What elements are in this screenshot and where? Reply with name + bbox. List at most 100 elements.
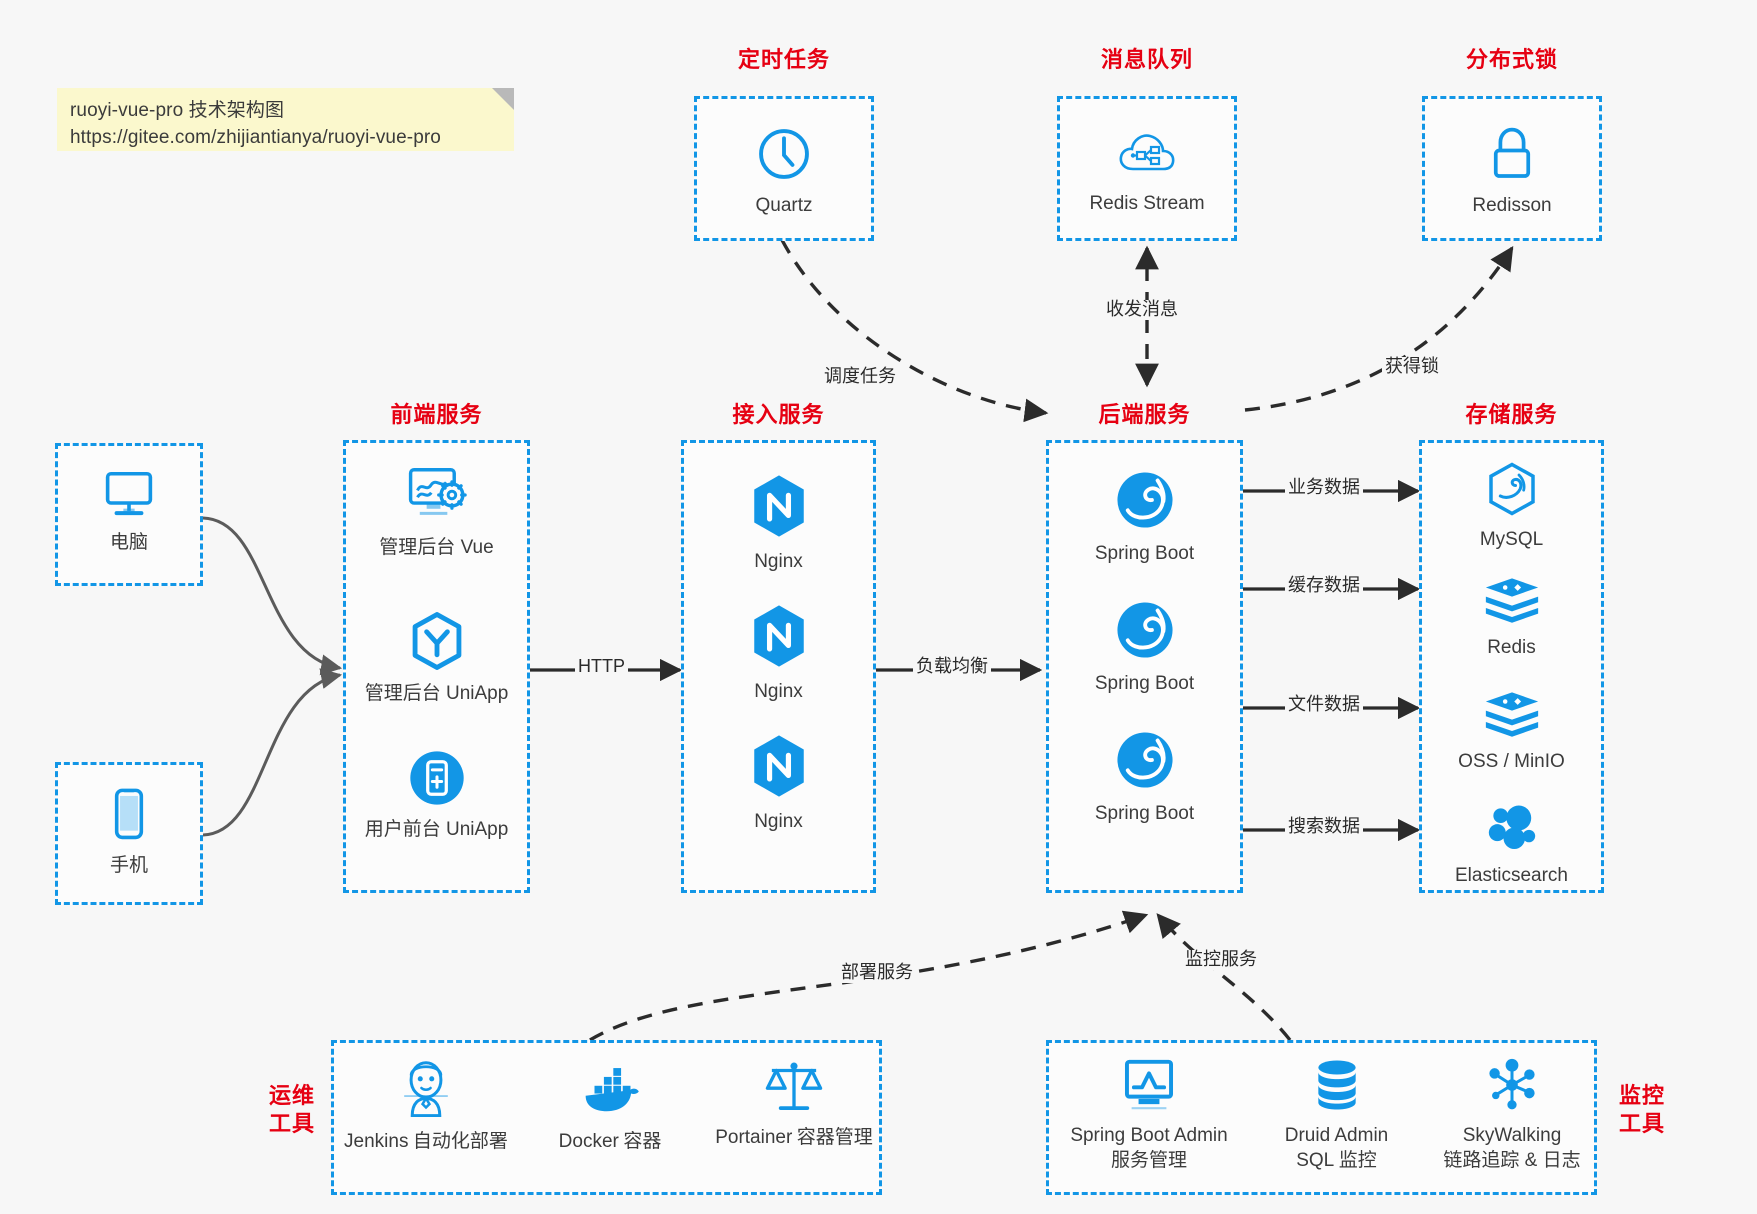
node-label: Spring Boot xyxy=(1094,543,1195,564)
node-admin-vue[interactable]: 管理后台 Vue xyxy=(346,465,527,561)
node-label: 管理后台 UniApp xyxy=(364,683,509,704)
node-spring-boot-3[interactable]: Spring Boot xyxy=(1049,729,1240,827)
group-box-message-queue: Redis Stream xyxy=(1057,96,1237,241)
node-redisson[interactable]: Redisson xyxy=(1425,125,1599,219)
node-nginx-2[interactable]: Nginx xyxy=(684,603,873,705)
nginx-icon xyxy=(684,733,873,804)
node-portainer[interactable]: Portainer 容器管理 xyxy=(702,1057,886,1151)
node-oss-minio[interactable]: OSS / MinIO xyxy=(1422,689,1601,775)
group-box-client-mobile: 手机 xyxy=(55,762,203,905)
cloud-stream-icon xyxy=(1060,125,1234,186)
group-box-distributed-lock: Redisson xyxy=(1422,96,1602,241)
node-druid-admin[interactable]: Druid Admin SQL 监控 xyxy=(1249,1057,1424,1173)
group-box-storage: MySQL Redis xyxy=(1419,440,1604,893)
node-sublabel: SQL 监控 xyxy=(1296,1149,1377,1171)
group-title-monitoring-line2: 工具 xyxy=(1618,1110,1665,1136)
node-redis-stream[interactable]: Redis Stream xyxy=(1060,125,1234,217)
edge-label-http: HTTP xyxy=(575,656,628,677)
node-label: Quartz xyxy=(755,195,813,216)
node-label: 用户前台 UniApp xyxy=(364,819,509,840)
node-label: Druid Admin xyxy=(1284,1125,1389,1146)
node-skywalking[interactable]: SkyWalking 链路追踪 & 日志 xyxy=(1424,1057,1600,1173)
group-title-devops-line2: 工具 xyxy=(268,1110,315,1136)
note-fold-corner xyxy=(492,88,514,110)
node-label: Spring Boot Admin xyxy=(1070,1125,1228,1146)
group-box-scheduled-task: Quartz xyxy=(694,96,874,241)
spring-icon xyxy=(1049,469,1240,536)
group-box-frontend: 管理后台 Vue 管理后台 UniApp xyxy=(343,440,530,893)
spring-icon xyxy=(1049,599,1240,666)
node-elasticsearch[interactable]: Elasticsearch xyxy=(1422,801,1601,889)
app-circle-icon xyxy=(346,749,527,812)
group-box-client-desktop: 电脑 xyxy=(55,443,203,586)
node-desktop[interactable]: 电脑 xyxy=(58,468,200,556)
node-sublabel: 链路追踪 & 日志 xyxy=(1443,1149,1581,1171)
elasticsearch-icon xyxy=(1422,801,1601,858)
group-title-gateway: 接入服务 xyxy=(732,402,825,427)
node-spring-boot-admin[interactable]: Spring Boot Admin 服务管理 xyxy=(1049,1057,1249,1173)
hexagon-y-icon xyxy=(346,611,527,676)
node-label: Spring Boot xyxy=(1094,673,1195,694)
group-title-monitoring: 监控 工具 xyxy=(1610,1082,1674,1137)
node-spring-boot-2[interactable]: Spring Boot xyxy=(1049,599,1240,697)
monitor-chart-icon xyxy=(1049,1057,1249,1118)
edge-label-deploy-service: 部署服务 xyxy=(838,962,916,983)
edge-label-file-data: 文件数据 xyxy=(1285,694,1363,715)
node-label: 管理后台 Vue xyxy=(379,537,494,558)
group-title-message-queue: 消息队列 xyxy=(1100,47,1193,72)
group-box-monitoring: Spring Boot Admin 服务管理 Druid Admin SQL 监… xyxy=(1046,1040,1597,1195)
node-label: 电脑 xyxy=(109,532,148,553)
node-label: Redisson xyxy=(1472,195,1552,216)
edge-label-search-data: 搜索数据 xyxy=(1285,816,1363,837)
note-url: https://gitee.com/zhijiantianya/ruoyi-vu… xyxy=(70,126,441,148)
group-box-gateway: Nginx Nginx Nginx xyxy=(681,440,876,893)
node-quartz[interactable]: Quartz xyxy=(697,125,871,219)
node-mobile[interactable]: 手机 xyxy=(58,787,200,879)
group-title-devops-line1: 运维 xyxy=(268,1083,315,1108)
node-sublabel: 容器管理 xyxy=(796,1127,873,1148)
node-label: MySQL xyxy=(1479,529,1544,550)
node-nginx-1[interactable]: Nginx xyxy=(684,473,873,575)
edge-label-load-balance: 负载均衡 xyxy=(913,656,991,677)
edge-label-acquire-lock: 获得锁 xyxy=(1382,356,1442,377)
diagram-note: ruoyi-vue-pro 技术架构图 https://gitee.com/zh… xyxy=(57,88,514,151)
jenkins-icon xyxy=(334,1057,518,1124)
mobile-icon xyxy=(58,787,200,848)
node-label: Spring Boot xyxy=(1094,803,1195,824)
node-spring-boot-1[interactable]: Spring Boot xyxy=(1049,469,1240,567)
scales-icon xyxy=(702,1057,886,1120)
edge-label-schedule-task: 调度任务 xyxy=(821,366,899,387)
node-label: Docker xyxy=(558,1131,619,1152)
node-admin-uniapp[interactable]: 管理后台 UniApp xyxy=(346,611,527,707)
group-title-scheduled-task: 定时任务 xyxy=(737,47,830,72)
node-label: Elasticsearch xyxy=(1455,865,1568,886)
group-title-distributed-lock: 分布式锁 xyxy=(1465,47,1558,72)
node-docker[interactable]: Docker 容器 xyxy=(518,1057,702,1155)
edge-label-cache-data: 缓存数据 xyxy=(1285,575,1363,596)
lock-icon xyxy=(1425,125,1599,188)
node-label: 手机 xyxy=(109,855,148,876)
edge-label-business-data: 业务数据 xyxy=(1285,477,1363,498)
node-label: Nginx xyxy=(754,811,803,832)
note-title: ruoyi-vue-pro 技术架构图 xyxy=(70,100,285,121)
dashboard-gear-icon xyxy=(346,465,527,530)
edge-label-monitor-service: 监控服务 xyxy=(1182,949,1260,970)
node-redis[interactable]: Redis xyxy=(1422,575,1601,661)
group-title-storage: 存储服务 xyxy=(1465,402,1558,427)
docker-icon xyxy=(518,1057,702,1124)
desktop-icon xyxy=(58,468,200,525)
node-sublabel: 服务管理 xyxy=(1110,1149,1187,1171)
node-jenkins[interactable]: Jenkins 自动化部署 xyxy=(334,1057,518,1155)
node-sublabel: 容器 xyxy=(623,1131,662,1152)
mysql-icon xyxy=(1422,461,1601,522)
node-label: Portainer xyxy=(715,1127,793,1148)
node-nginx-3[interactable]: Nginx xyxy=(684,733,873,835)
oss-icon xyxy=(1422,689,1601,744)
network-nodes-icon xyxy=(1424,1057,1600,1118)
node-mysql[interactable]: MySQL xyxy=(1422,461,1601,553)
node-label: Jenkins xyxy=(344,1131,409,1152)
group-title-devops: 运维 工具 xyxy=(260,1082,324,1137)
node-user-uniapp[interactable]: 用户前台 UniApp xyxy=(346,749,527,843)
database-icon xyxy=(1249,1057,1424,1118)
